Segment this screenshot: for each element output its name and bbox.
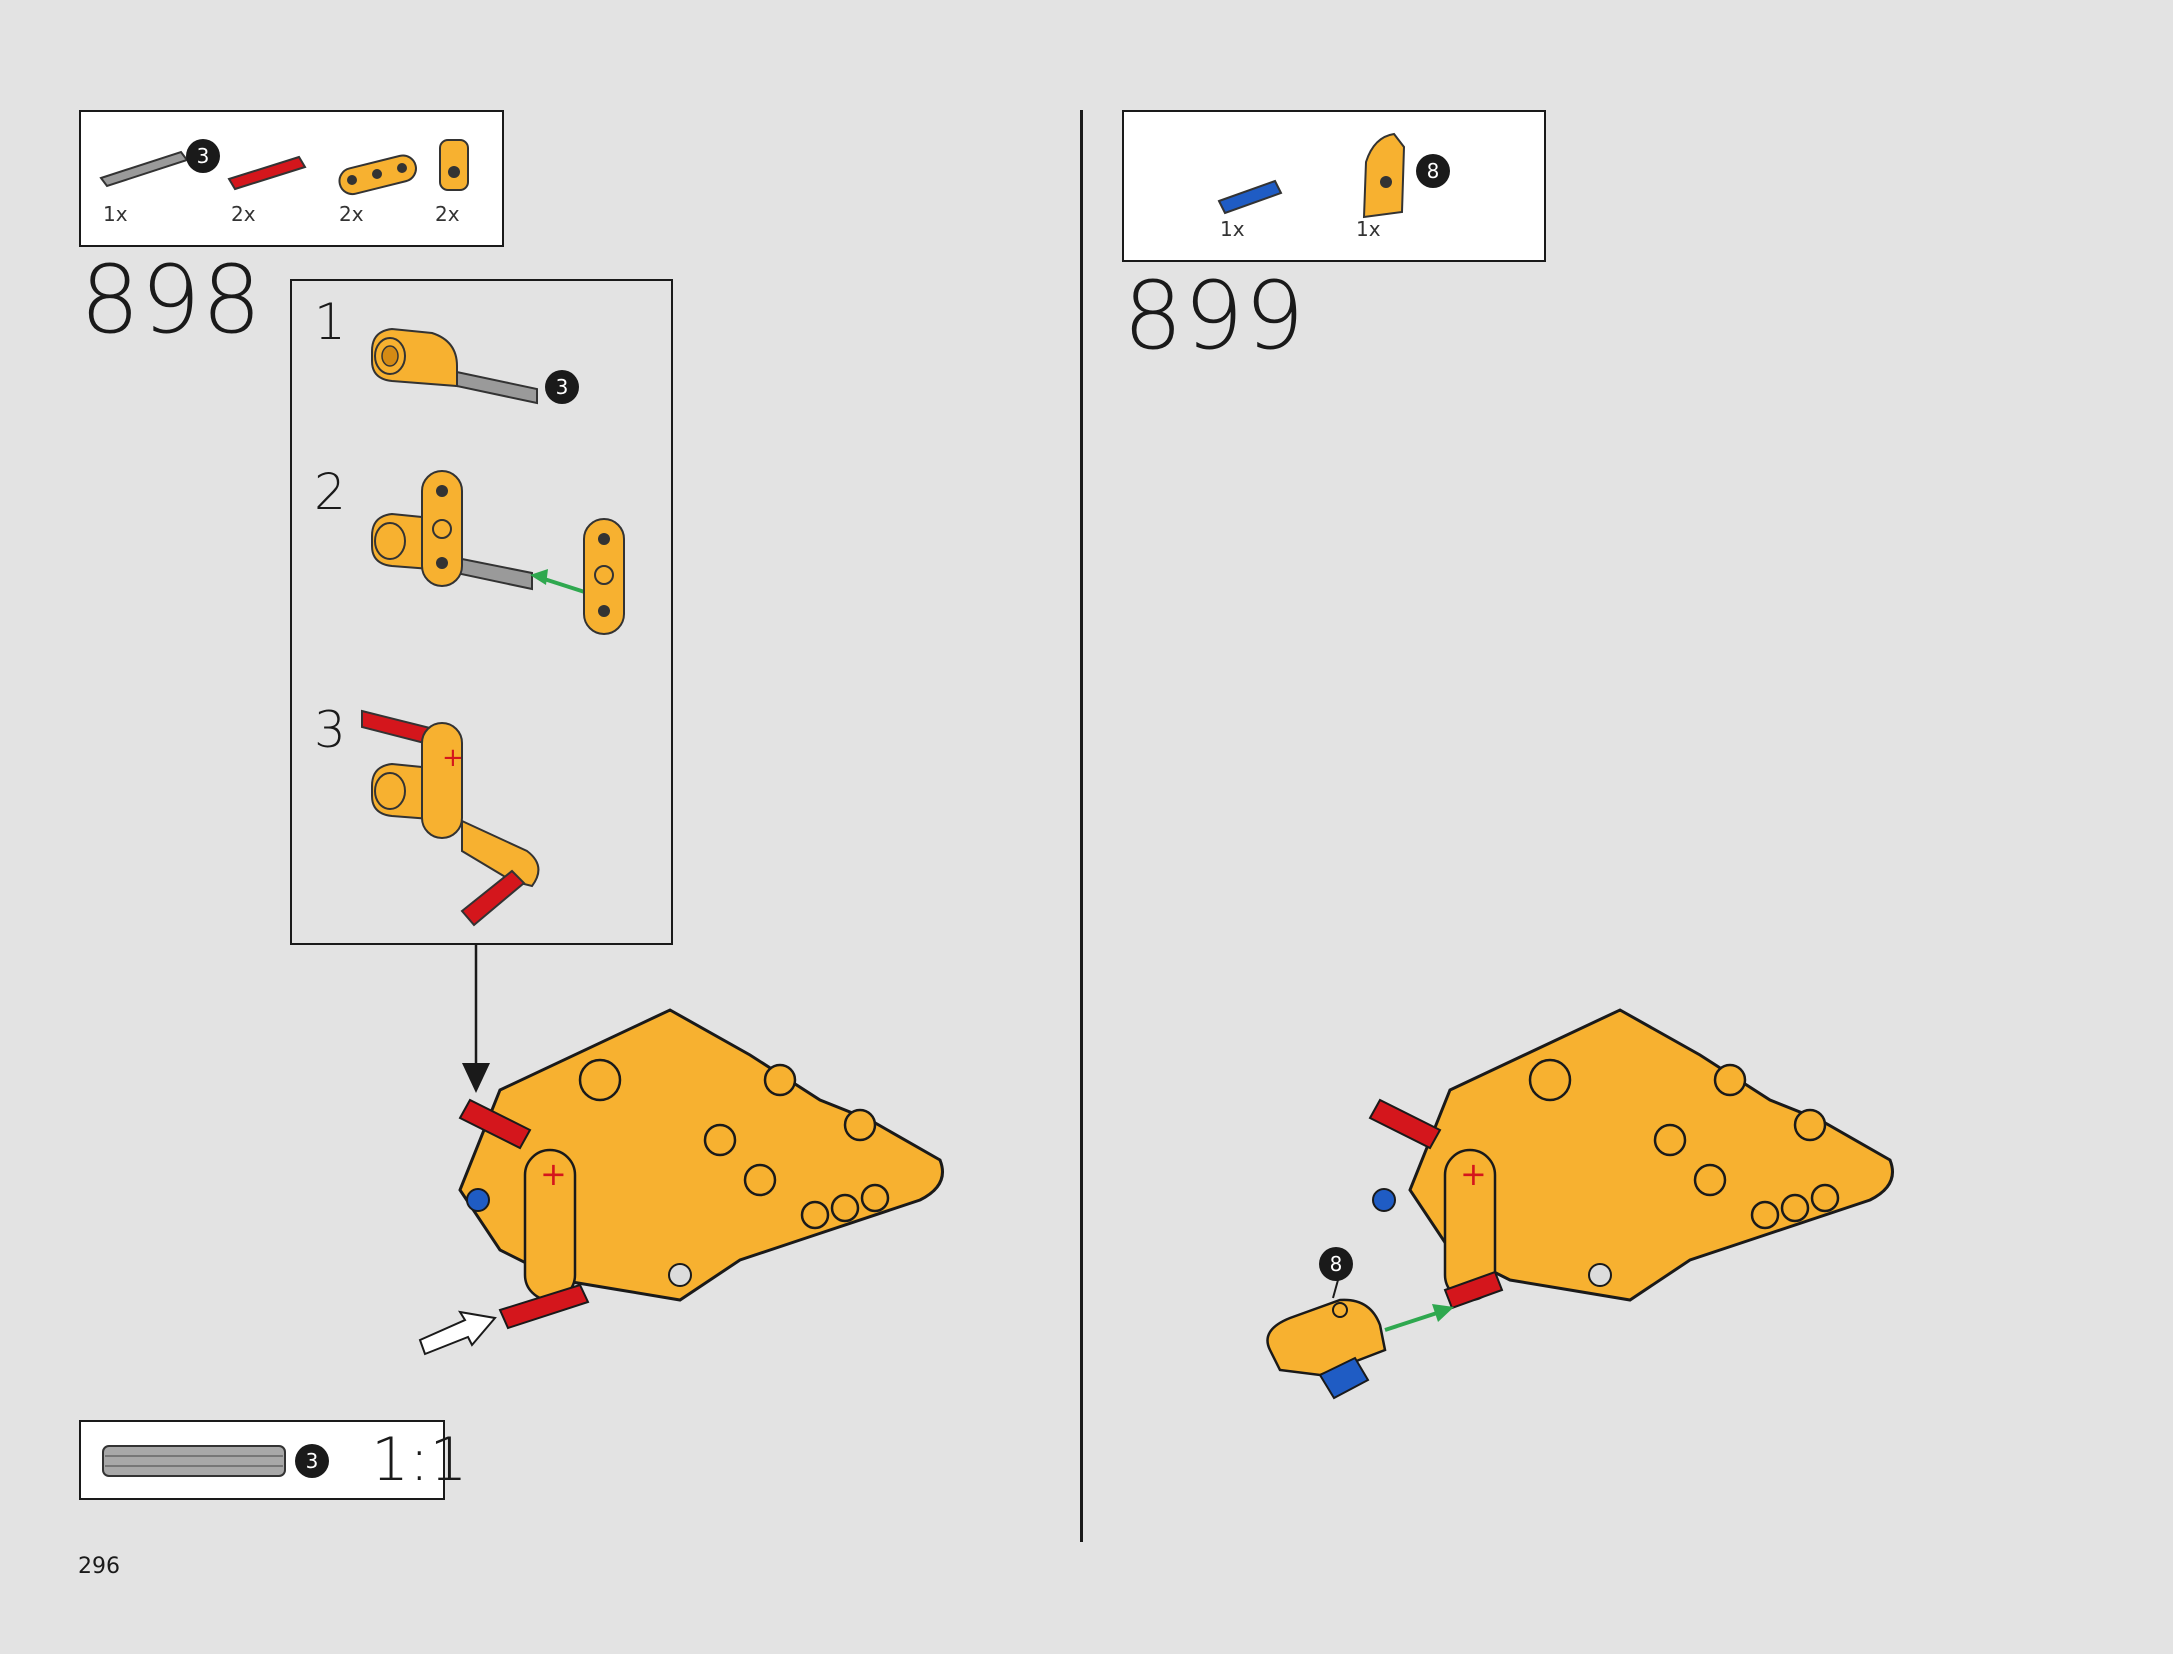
svg-text:+: +	[1460, 1155, 1487, 1193]
scale-box: 3 1:1	[79, 1420, 468, 1500]
parts-list-898: 3 1x 2x 2x 2x	[79, 110, 504, 247]
part-count-badge: 3	[186, 139, 220, 173]
part-qty: 2x	[435, 202, 460, 226]
part-qty: 1x	[1220, 217, 1245, 241]
part-count-badge: 3	[295, 1444, 329, 1478]
panel-attach-illustration	[1266, 1279, 1454, 1400]
substep-number: 2	[314, 463, 346, 521]
substep-number: 3	[314, 701, 346, 759]
step-number: 898	[80, 246, 263, 355]
yellow-panel-part-icon	[1362, 132, 1406, 219]
substep-3-illustration: +	[361, 709, 540, 927]
part-qty: 2x	[231, 202, 256, 226]
page-number: 296	[78, 1554, 120, 1579]
red-axle-pin-part-icon	[227, 155, 307, 191]
svg-text:+: +	[540, 1155, 567, 1193]
callout-count-badge: 8	[1319, 1247, 1353, 1281]
substep-number: 1	[314, 293, 346, 351]
model-illustration-898: +	[418, 1008, 944, 1356]
callout-arrow	[462, 945, 490, 1093]
part-qty: 1x	[1356, 217, 1381, 241]
scale-label: 1:1	[371, 1425, 468, 1495]
svg-text:+: +	[442, 743, 464, 773]
model-illustration-899: +	[1368, 1008, 1894, 1310]
parts-list-899: 1x 8 1x	[1122, 110, 1546, 262]
substep-2-illustration	[371, 470, 625, 635]
grey-axle-scale-icon	[102, 1445, 286, 1477]
yellow-connector-part-icon	[439, 139, 469, 191]
part-qty: 1x	[103, 202, 128, 226]
yellow-liftarm-part-icon	[338, 154, 417, 196]
step-number: 899	[1123, 262, 1306, 371]
part-qty: 2x	[339, 202, 364, 226]
part-count-badge: 3	[545, 370, 579, 404]
blue-pin-part-icon	[1217, 179, 1283, 215]
part-count-badge: 8	[1416, 154, 1450, 188]
substep-1-illustration	[371, 327, 538, 405]
sub-assembly-box: 1 2 3 3 +	[290, 279, 673, 945]
page-divider	[1080, 110, 1083, 1542]
